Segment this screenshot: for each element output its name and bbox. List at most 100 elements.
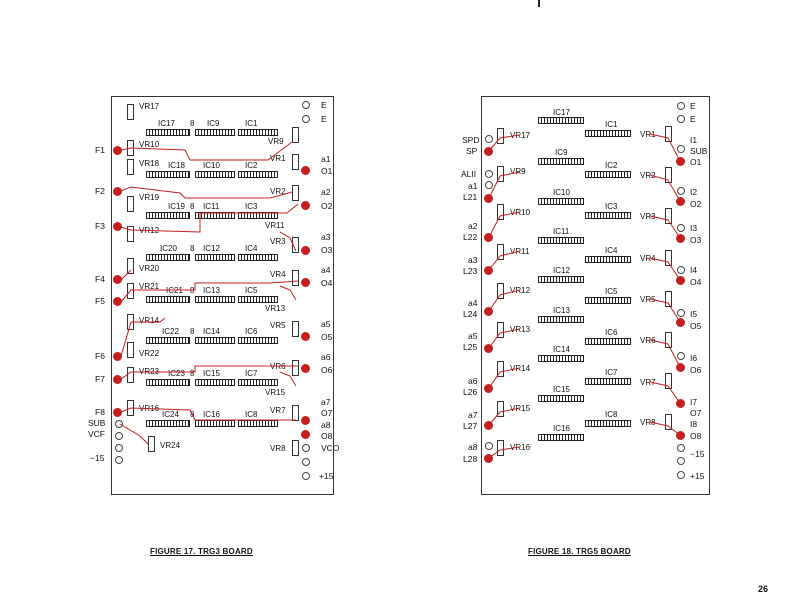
ic-label: IC10 — [553, 188, 570, 197]
vr-label: VR8 — [640, 418, 656, 427]
mount-hole — [302, 472, 310, 480]
vr-label: VR16 — [139, 404, 160, 413]
vr-label: VR21 — [139, 282, 160, 291]
ic-chip — [585, 256, 631, 263]
mount-hole — [677, 115, 685, 123]
terminal-label: a5 — [321, 319, 331, 329]
ic-chip — [195, 296, 235, 303]
solder-pad — [484, 233, 493, 242]
solder-pad — [301, 166, 310, 175]
terminal-label: a2 — [468, 221, 478, 231]
ic-label: IC14 — [203, 327, 220, 336]
mount-hole — [302, 101, 310, 109]
ic-label: IC5 — [605, 287, 618, 296]
ic-label: IC16 — [203, 410, 220, 419]
trimmer-pot — [292, 270, 299, 286]
ic-label: IC22 — [162, 327, 179, 336]
terminal-label: I6 — [690, 353, 698, 363]
ic-chip — [238, 129, 278, 136]
terminal-label: a8 — [321, 420, 331, 430]
solder-pad — [484, 421, 493, 430]
trimmer-pot — [497, 440, 504, 456]
ic-chip — [585, 212, 631, 219]
ic-label: IC8 — [245, 410, 258, 419]
ic-label: IC10 — [203, 161, 220, 170]
ic-chip — [195, 420, 235, 427]
terminal-label: −15 — [90, 453, 105, 463]
trimmer-pot — [127, 367, 134, 383]
ic-chip — [538, 434, 584, 441]
ic-label: IC5 — [245, 286, 258, 295]
terminal-label: O4 — [321, 278, 333, 288]
trimmer-pot — [127, 159, 134, 175]
trimmer-pot — [665, 332, 672, 348]
solder-pad — [301, 278, 310, 287]
ic-label: IC18 — [168, 161, 185, 170]
vr-label: VR3 — [270, 237, 286, 246]
vr-label: VR3 — [640, 212, 656, 221]
terminal-label: O6 — [690, 365, 702, 375]
pin-eight-label: 8 — [190, 119, 195, 128]
ic-label: IC12 — [553, 266, 570, 275]
trimmer-pot — [292, 127, 299, 143]
trimmer-pot — [497, 128, 504, 144]
solder-pad — [301, 201, 310, 210]
terminal-label: F2 — [95, 186, 105, 196]
ic-label: IC8 — [605, 410, 618, 419]
solder-pad — [676, 234, 685, 243]
ic-label: IC2 — [605, 161, 618, 170]
ic-chip — [538, 158, 584, 165]
ic-label: IC16 — [553, 424, 570, 433]
pin-eight-label: 8 — [190, 327, 195, 336]
solder-pad — [484, 307, 493, 316]
mount-hole — [485, 181, 493, 189]
terminal-label: O7 — [321, 408, 333, 418]
vr-label: VR2 — [270, 187, 286, 196]
terminal-label: O8 — [321, 431, 333, 441]
trimmer-pot — [665, 126, 672, 142]
ic-chip — [146, 296, 190, 303]
terminal-label: F6 — [95, 351, 105, 361]
terminal-label: I1 — [690, 135, 698, 145]
terminal-label: F5 — [95, 296, 105, 306]
ic-label: IC11 — [203, 202, 220, 211]
ic-chip — [146, 129, 190, 136]
trimmer-pot — [497, 401, 504, 417]
terminal-label: L28 — [463, 454, 478, 464]
vr-label: VR19 — [139, 193, 160, 202]
terminal-label: L25 — [463, 342, 478, 352]
terminal-label: +15 — [319, 471, 334, 481]
vr-label: VR23 — [139, 367, 160, 376]
ic-label: IC4 — [245, 244, 258, 253]
terminal-label: O8 — [690, 431, 702, 441]
solder-pad — [301, 332, 310, 341]
terminal-label: ALII — [461, 169, 477, 179]
solder-pad — [113, 297, 122, 306]
trimmer-pot — [292, 185, 299, 201]
terminal-label: a5 — [468, 331, 478, 341]
trimmer-pot — [497, 166, 504, 182]
mount-hole — [677, 471, 685, 479]
vr-label: VR20 — [139, 264, 160, 273]
mount-hole — [115, 420, 123, 428]
trimmer-pot — [127, 258, 134, 274]
ic-label: IC1 — [245, 119, 258, 128]
trimmer-pot — [665, 373, 672, 389]
ic-label: IC19 — [168, 202, 185, 211]
solder-pad — [301, 246, 310, 255]
ic-label: IC17 — [553, 108, 570, 117]
terminal-label: O1 — [690, 157, 702, 167]
terminal-label: E — [690, 101, 696, 111]
ic-chip — [538, 117, 584, 124]
solder-pad — [676, 363, 685, 372]
ic-chip — [146, 337, 190, 344]
terminal-label: a8 — [468, 442, 478, 452]
ic-label: IC6 — [605, 328, 618, 337]
ic-label: IC6 — [245, 327, 258, 336]
solder-pad — [484, 344, 493, 353]
ic-chip — [238, 212, 278, 219]
pin-eight-label: 8 — [190, 369, 195, 378]
mount-hole — [485, 170, 493, 178]
vr-label: VR5 — [640, 295, 656, 304]
terminal-label: L27 — [463, 421, 478, 431]
